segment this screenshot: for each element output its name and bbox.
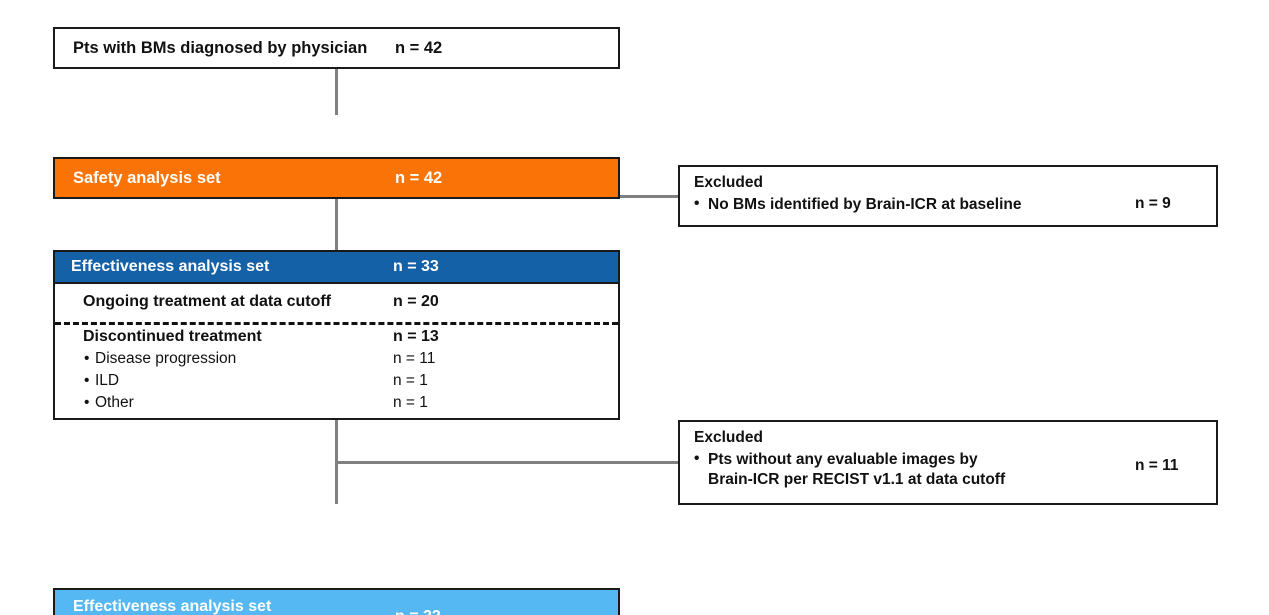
effectiveness-header-label: Effectiveness analysis set <box>71 258 270 275</box>
ongoing-treatment-count: n = 20 <box>393 293 439 310</box>
discontinuation-reason-label: Disease progression <box>95 350 237 367</box>
excluded-1-count: n = 9 <box>1135 195 1171 212</box>
node-safety-analysis-set-count: n = 42 <box>395 169 443 187</box>
node-pts-with-bms-count: n = 42 <box>395 39 443 57</box>
bullet-icon: • <box>84 394 90 411</box>
discontinuation-reason-label: Other <box>95 394 134 411</box>
node-excluded-2: Excluded • Pts without any evaluable ima… <box>678 420 1218 505</box>
dashed-divider <box>55 322 618 325</box>
excluded-2-title: Excluded <box>694 429 763 446</box>
discontinuation-reason-row: • Other n = 1 <box>55 394 618 416</box>
discontinued-treatment-count: n = 13 <box>393 328 439 345</box>
node-effectiveness-reliably-evaluable-count: n = 22 <box>395 608 441 615</box>
ongoing-treatment-row: Ongoing treatment at data cutoff n = 20 <box>55 284 618 322</box>
excluded-2-reason: Pts without any evaluable images by Brai… <box>708 451 1006 488</box>
bullet-icon: • <box>694 195 700 212</box>
node-effectiveness-reliably-evaluable-line1: Effectiveness analysis set <box>73 598 272 615</box>
effectiveness-header: Effectiveness analysis set n = 33 <box>55 252 618 284</box>
discontinuation-reason-row: • ILD n = 1 <box>55 372 618 394</box>
discontinuation-reason-count: n = 11 <box>393 350 436 367</box>
node-safety-analysis-set-label: Safety analysis set <box>73 169 221 187</box>
node-effectiveness-reliably-evaluable: Effectiveness analysis set (Reliably eva… <box>53 588 620 615</box>
discontinuation-reason-row: • Disease progression n = 11 <box>55 350 618 372</box>
connector-branch-to-excluded-2 <box>335 461 680 464</box>
connector-safety-to-effectiveness <box>335 157 338 250</box>
excluded-1-reason: No BMs identified by Brain-ICR at baseli… <box>708 196 1022 213</box>
effectiveness-header-count: n = 33 <box>393 258 439 275</box>
discontinued-treatment-label: Discontinued treatment <box>83 328 262 345</box>
node-safety-analysis-set: Safety analysis set n = 42 <box>53 157 620 199</box>
node-effectiveness-analysis-set: Effectiveness analysis set n = 33 Ongoin… <box>53 250 620 420</box>
discontinuation-reason-count: n = 1 <box>393 372 428 389</box>
node-excluded-1: Excluded • No BMs identified by Brain-IC… <box>678 165 1218 227</box>
discontinuation-reason-count: n = 1 <box>393 394 428 411</box>
discontinuation-reason-label: ILD <box>95 372 120 389</box>
connector-screened-to-safety <box>335 69 338 115</box>
bullet-icon: • <box>84 350 90 367</box>
bullet-icon: • <box>84 372 90 389</box>
excluded-2-count: n = 11 <box>1135 457 1179 474</box>
node-pts-with-bms: Pts with BMs diagnosed by physician n = … <box>53 27 620 69</box>
bullet-icon: • <box>694 450 700 467</box>
ongoing-treatment-label: Ongoing treatment at data cutoff <box>83 293 331 310</box>
node-pts-with-bms-label: Pts with BMs diagnosed by physician <box>73 39 368 57</box>
excluded-1-title: Excluded <box>694 174 763 191</box>
